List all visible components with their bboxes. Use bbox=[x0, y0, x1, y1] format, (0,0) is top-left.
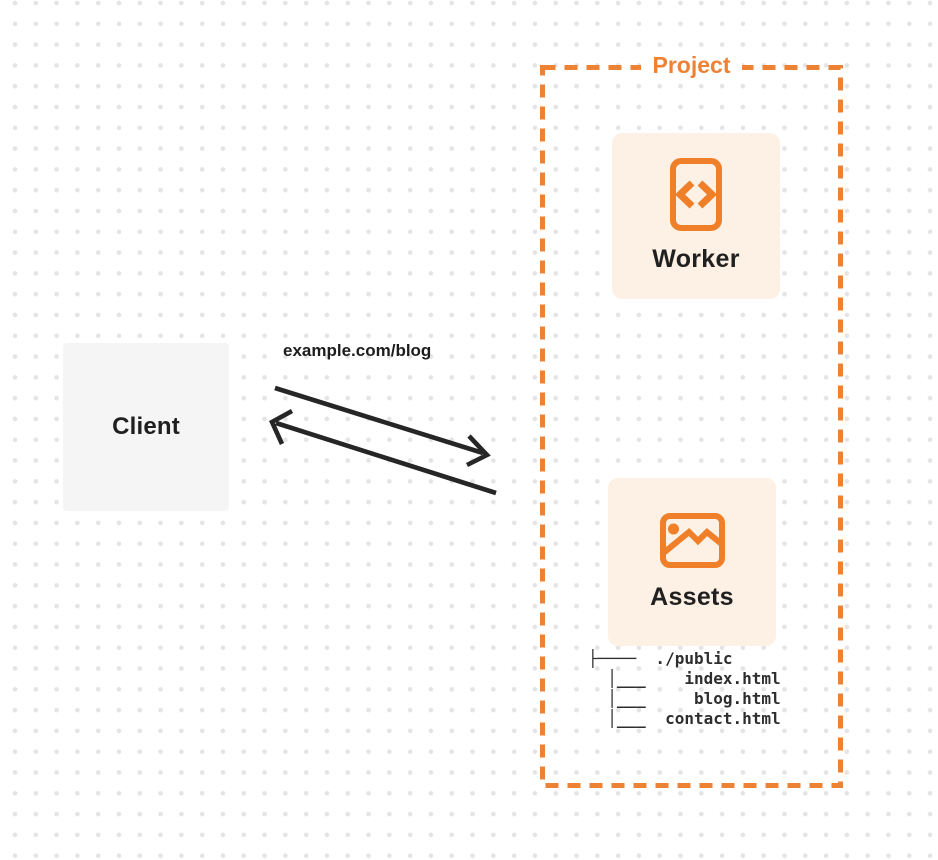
project-dashed-border bbox=[540, 65, 843, 788]
worker-label: Worker bbox=[652, 245, 740, 273]
request-arrowhead-icon bbox=[465, 434, 491, 468]
response-arrow bbox=[269, 408, 497, 496]
client-label: Client bbox=[112, 413, 180, 440]
project-title: Project bbox=[640, 50, 743, 80]
response-arrowhead-icon bbox=[269, 408, 294, 445]
code-icon bbox=[670, 158, 722, 231]
assets-label: Assets bbox=[650, 582, 734, 611]
assets-node: Assets bbox=[608, 478, 776, 646]
image-icon bbox=[659, 512, 725, 568]
request-arrow-line bbox=[274, 385, 484, 456]
client-node: Client bbox=[63, 343, 229, 511]
response-arrow-line bbox=[275, 420, 497, 496]
request-arrow bbox=[274, 385, 491, 468]
worker-node: Worker bbox=[612, 133, 780, 299]
assets-file-tree: ├──── ./public │___ index.html │___ blog… bbox=[588, 649, 781, 728]
project-container: Project Worker bbox=[540, 50, 843, 788]
request-url-label: example.com/blog bbox=[283, 341, 432, 360]
